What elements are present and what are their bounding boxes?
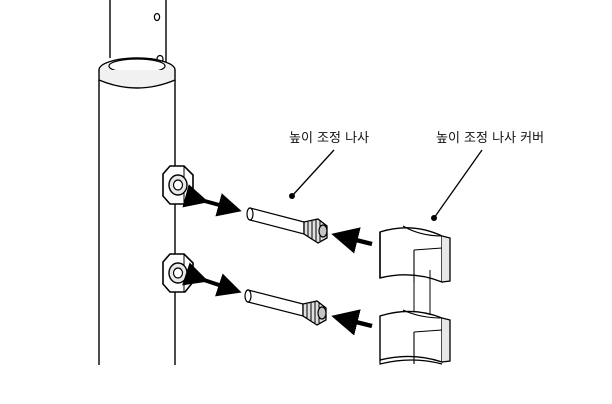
pole-icon xyxy=(98,57,176,365)
inner-tube-icon xyxy=(109,0,167,64)
screw-cover-icon xyxy=(379,225,451,365)
arrow-icon xyxy=(331,309,373,336)
arrow-icon xyxy=(182,262,242,297)
arrow-icon xyxy=(182,184,242,217)
hex-nut-icon xyxy=(162,253,194,293)
screw-cover-label: 높이 조정 나사 커버 xyxy=(436,131,545,146)
screw-label: 높이 조정 나사 xyxy=(289,131,370,146)
screw-icon xyxy=(246,207,328,244)
screw-icon xyxy=(244,289,327,326)
leader-line xyxy=(431,149,483,221)
leader-line xyxy=(289,149,335,199)
arrow-icon xyxy=(331,227,373,254)
hex-nut-icon xyxy=(162,165,194,205)
